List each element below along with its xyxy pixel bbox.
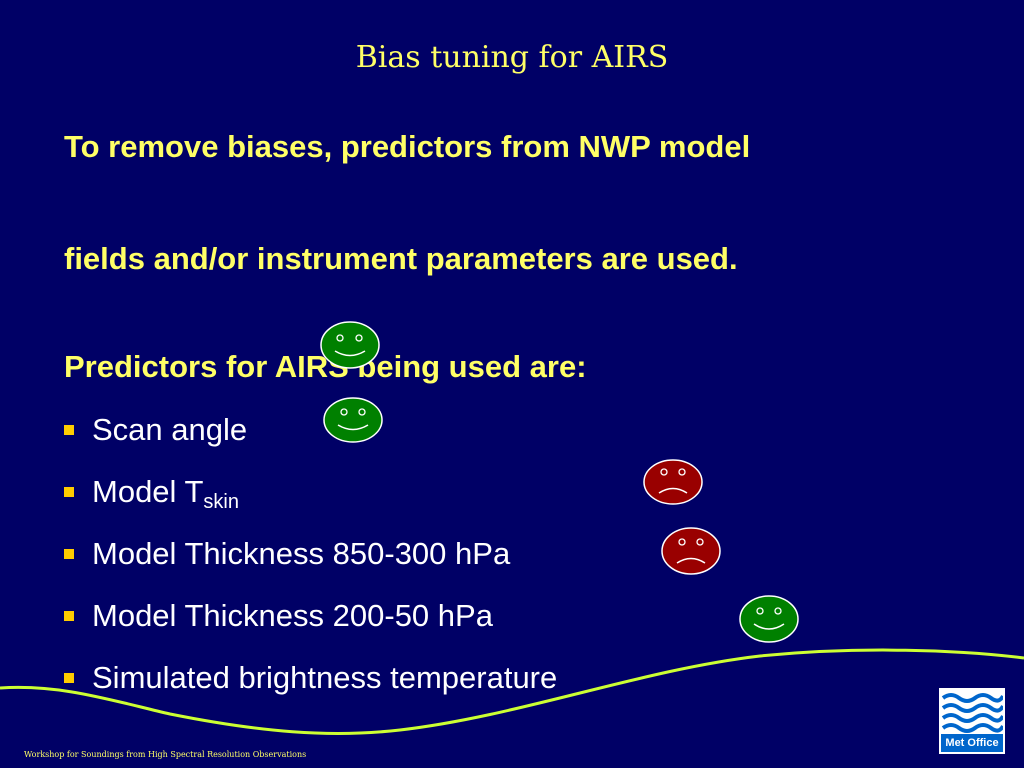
bullet-square-icon <box>64 548 74 559</box>
bullet-square-icon <box>64 610 74 621</box>
bullet-item-model-tskin: Model Tskin <box>64 472 239 522</box>
met-office-logo: Met Office <box>939 688 1005 754</box>
bullet-item-thickness-200-50: Model Thickness 200-50 hPa <box>64 596 493 636</box>
subscript: skin <box>203 491 239 513</box>
bullet-item-thickness-850-300: Model Thickness 850-300 hPa <box>64 534 510 574</box>
sad-face-icon <box>643 459 703 505</box>
bullet-item-scan-angle: Scan angle <box>64 410 247 450</box>
met-office-waves-icon <box>941 690 1003 734</box>
predictors-heading: Predictors for AIRS being used are: <box>64 349 587 384</box>
slide-title: Bias tuning for AIRS <box>355 40 669 75</box>
bullet-square-icon <box>64 424 74 435</box>
sad-face-icon <box>661 527 721 575</box>
happy-face-icon <box>323 397 383 443</box>
intro-paragraph: To remove biases, predictors from NWP mo… <box>64 129 751 164</box>
bullet-item-brightness-temperature: Simulated brightness temperature <box>64 658 557 698</box>
footer-text: Workshop for Soundings from High Spectra… <box>24 750 307 759</box>
happy-face-icon <box>739 595 799 643</box>
intro-paragraph-continued: fields and/or instrument parameters are … <box>64 241 738 276</box>
happy-face-icon <box>320 321 380 369</box>
bullet-square-icon <box>64 672 74 683</box>
met-office-logo-text: Met Office <box>941 734 1003 752</box>
bullet-square-icon <box>64 486 74 497</box>
